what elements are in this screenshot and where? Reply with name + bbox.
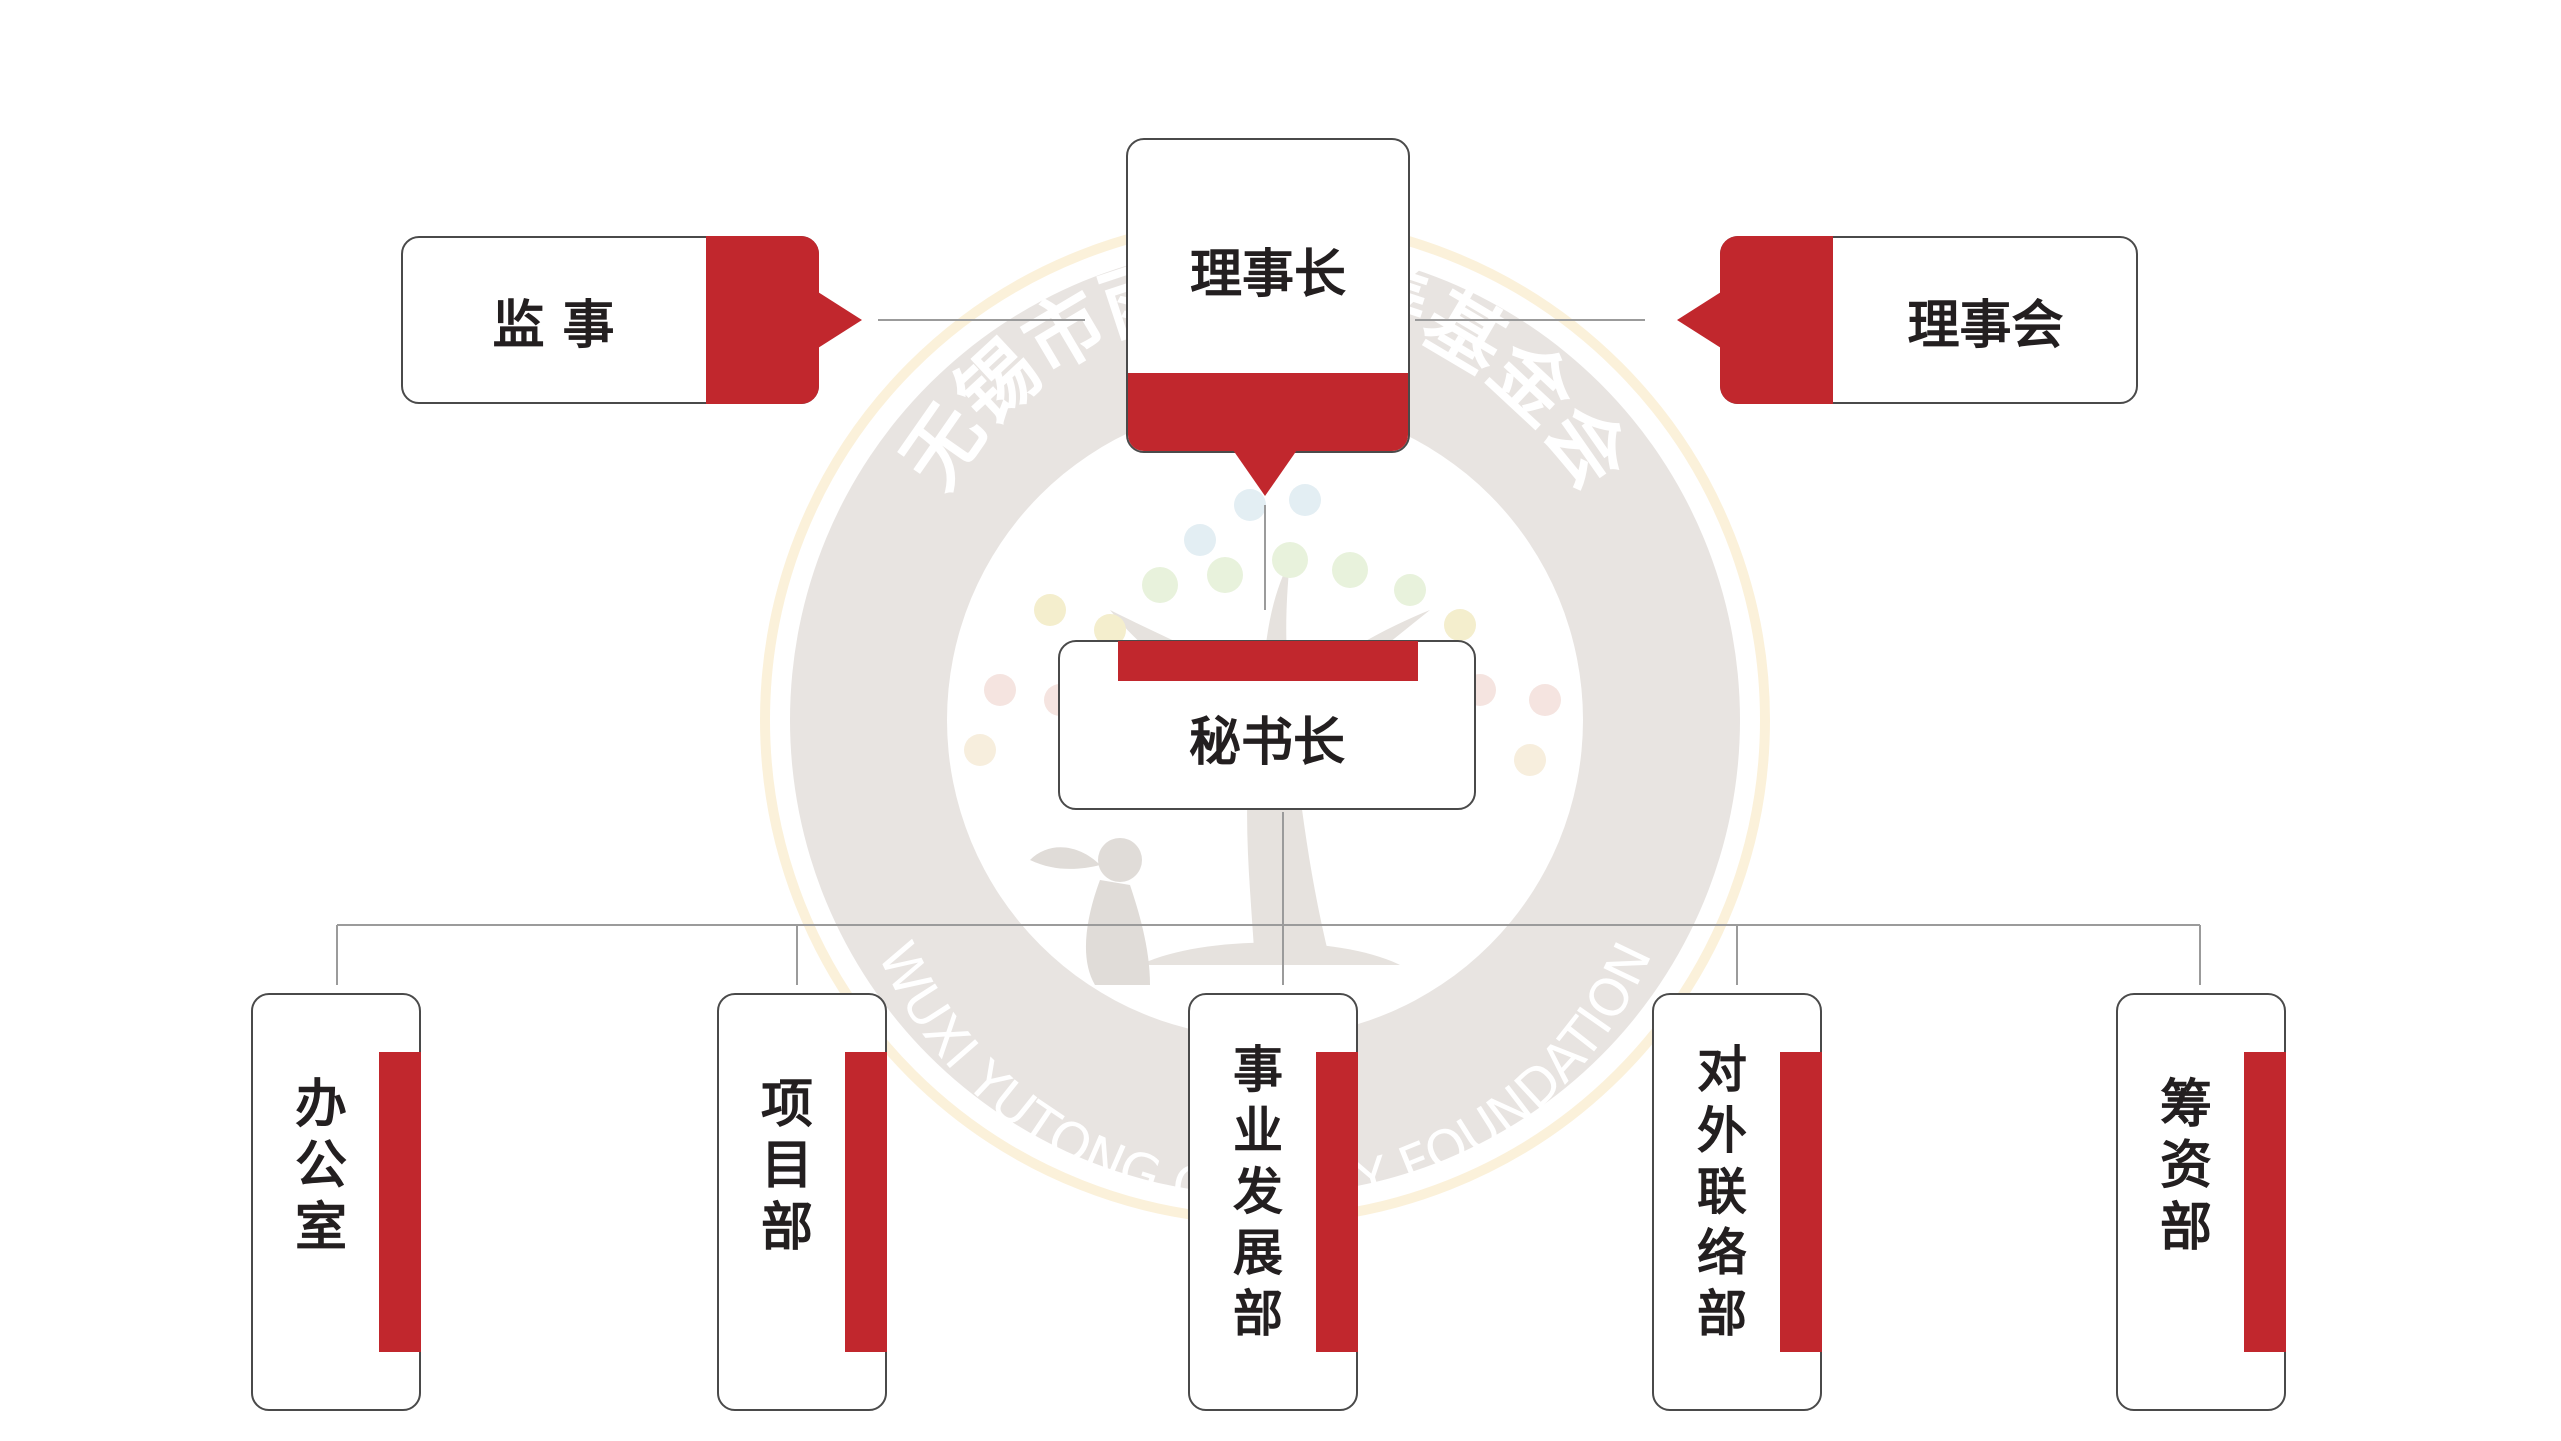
dept-development-char-4: 展	[1233, 1224, 1283, 1282]
dept-liaison-char-2: 外	[1697, 1102, 1747, 1160]
dept-development-label: 事 业 发 展 部	[1219, 1040, 1297, 1345]
dept-projects-char-1: 项	[760, 1075, 813, 1135]
secretary-general-red-bar	[1118, 641, 1418, 681]
dept-development-char-2: 业	[1233, 1102, 1283, 1160]
dept-projects-label: 项 目 部	[748, 1075, 826, 1259]
dept-office-char-1: 办	[294, 1075, 347, 1135]
dept-liaison-char-1: 对	[1697, 1041, 1747, 1099]
dept-liaison-label: 对 外 联 络 部	[1683, 1040, 1761, 1345]
dept-office-char-2: 公	[294, 1136, 347, 1197]
dept-office-char-3: 室	[294, 1197, 347, 1258]
secretary-general-label: 秘书长	[1188, 713, 1345, 773]
supervisor-red-tab	[706, 236, 819, 404]
board-red-tab	[1720, 236, 1833, 404]
chairman-node	[1126, 138, 1410, 453]
dept-projects-char-2: 目	[760, 1136, 813, 1197]
dept-liaison-char-5: 部	[1697, 1285, 1747, 1343]
dept-development-char-5: 部	[1233, 1285, 1283, 1343]
heart-leaf-icon	[964, 484, 1561, 776]
dept-fundraising-red-bar	[2244, 1052, 2286, 1352]
chairman-label: 理事长	[1189, 245, 1346, 305]
dept-office-label: 办 公 室	[282, 1075, 360, 1259]
dept-development-red-bar	[1316, 1052, 1358, 1352]
dept-development-char-3: 发	[1233, 1163, 1283, 1221]
chairman-red-base	[1128, 373, 1408, 451]
dept-fundraising-char-2: 资	[2159, 1136, 2212, 1197]
dept-fundraising-char-1: 筹	[2159, 1075, 2212, 1135]
girl-silhouette-icon	[1030, 838, 1150, 985]
dept-office-red-bar	[379, 1052, 421, 1352]
dept-liaison-red-bar	[1780, 1052, 1822, 1352]
supervisor-label: 监 事	[492, 295, 615, 356]
dept-liaison-char-4: 络	[1697, 1224, 1747, 1282]
board-label: 理事会	[1907, 295, 2064, 356]
dept-development-char-1: 事	[1233, 1041, 1283, 1099]
dept-fundraising-label: 筹 资 部	[2147, 1075, 2225, 1259]
dept-projects-red-bar	[845, 1052, 887, 1352]
dept-fundraising-char-3: 部	[2159, 1197, 2212, 1258]
dept-projects-char-3: 部	[760, 1197, 813, 1258]
dept-liaison-char-3: 联	[1697, 1163, 1747, 1221]
